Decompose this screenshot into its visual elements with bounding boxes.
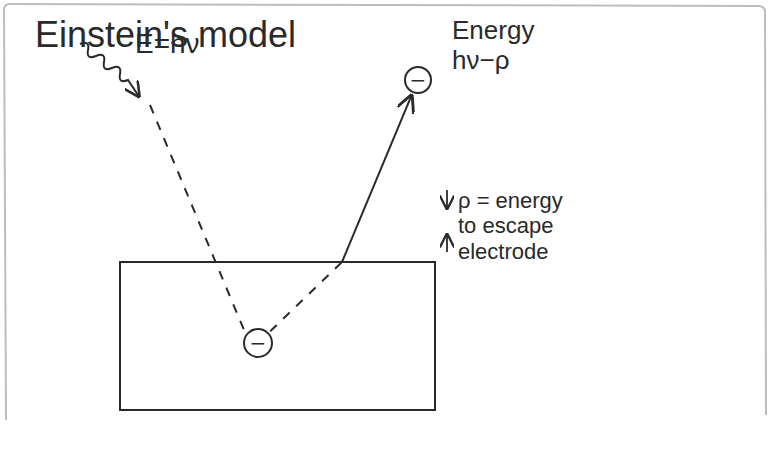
emission-arrow	[342, 96, 411, 262]
electron-charge: −	[410, 70, 427, 90]
photon-path	[150, 105, 244, 330]
dimension-arrow	[446, 190, 448, 207]
frame	[4, 4, 766, 420]
escape-path	[270, 262, 342, 331]
electrode	[120, 262, 435, 410]
energy-label: Energy hν−ρ	[452, 16, 562, 76]
electron-charge: −	[250, 333, 267, 353]
electron: −	[243, 328, 273, 358]
dimension-arrow	[446, 236, 448, 252]
electron: −	[404, 66, 432, 94]
electron-path	[270, 96, 411, 332]
energy-formula: E=hν	[135, 28, 245, 60]
work-function-note: ρ = energy to escape electrode	[458, 188, 580, 264]
